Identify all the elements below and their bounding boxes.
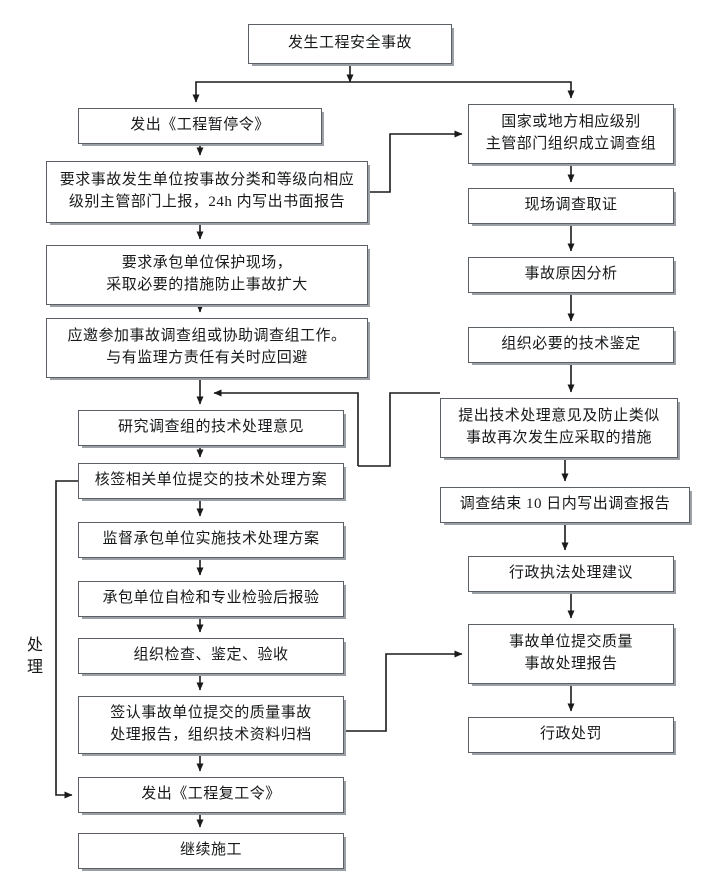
node-label: 发生工程安全事故 bbox=[287, 35, 412, 52]
node-r3[interactable]: 事故原因分析 bbox=[468, 257, 674, 293]
node-n13[interactable]: 继续施工 bbox=[78, 833, 344, 869]
node-r1[interactable]: 国家或地方相应级别 主管部门组织成立调查组 bbox=[468, 104, 674, 164]
node-n8[interactable]: 监督承包单位实施技术处理方案 bbox=[78, 522, 344, 558]
edge-n3-to-r1 bbox=[368, 130, 463, 193]
node-label: 监督承包单位实施技术处理方案 bbox=[102, 531, 320, 548]
node-label: 调查结束 10 日内写出调查报告 bbox=[459, 496, 671, 513]
node-label: 组织检查、鉴定、验收 bbox=[133, 647, 289, 664]
node-label: 应邀参加事故调查组或协助调查组工作。 与有监理方责任有关时应回避 bbox=[67, 328, 347, 366]
edge-n11-to-r8 bbox=[344, 650, 463, 732]
node-label: 提出技术处理意见及防止类似 事故再次发生应采取的措施 bbox=[458, 408, 660, 446]
side-label-processing: 处理 bbox=[24, 636, 41, 680]
node-r4[interactable]: 组织必要的技术鉴定 bbox=[468, 327, 674, 363]
node-label: 核签相关单位提交的技术处理方案 bbox=[94, 472, 328, 489]
node-label: 研究调查组的技术处理意见 bbox=[117, 419, 304, 436]
node-label: 发出《工程复工令》 bbox=[141, 786, 281, 803]
node-r6[interactable]: 调查结束 10 日内写出调查报告 bbox=[440, 487, 690, 523]
node-label: 要求承包单位保护现场， 采取必要的措施防止事故扩大 bbox=[106, 255, 308, 293]
node-n9[interactable]: 承包单位自检和专业检验后报验 bbox=[78, 581, 344, 617]
node-n11[interactable]: 签认事故单位提交的质量事故 处理报告，组织技术资料归档 bbox=[78, 696, 344, 754]
node-n7[interactable]: 核签相关单位提交的技术处理方案 bbox=[78, 463, 344, 499]
node-label: 事故原因分析 bbox=[524, 266, 618, 283]
node-n10[interactable]: 组织检查、鉴定、验收 bbox=[78, 638, 344, 674]
node-r8[interactable]: 事故单位提交质量 事故处理报告 bbox=[468, 624, 674, 684]
node-label: 现场调查取证 bbox=[524, 197, 618, 214]
node-n5[interactable]: 应邀参加事故调查组或协助调查组工作。 与有监理方责任有关时应回避 bbox=[46, 318, 368, 378]
node-n6[interactable]: 研究调查组的技术处理意见 bbox=[78, 410, 344, 446]
node-label: 承包单位自检和专业检验后报验 bbox=[102, 590, 320, 607]
edge-n7-to-n12-bypass bbox=[55, 480, 78, 799]
edge-n1-to-r1 bbox=[350, 81, 575, 99]
node-n3[interactable]: 要求事故发生单位按事故分类和等级向相应 级别主管部门上报，24h 内写出书面报告 bbox=[46, 161, 368, 223]
node-r5[interactable]: 提出技术处理意见及防止类似 事故再次发生应采取的措施 bbox=[440, 398, 678, 458]
node-label: 继续施工 bbox=[179, 842, 242, 859]
node-label: 行政处罚 bbox=[539, 726, 602, 743]
node-label: 组织必要的技术鉴定 bbox=[501, 336, 641, 353]
node-n2[interactable]: 发出《工程暂停令》 bbox=[78, 108, 322, 144]
edge-r5-path-a bbox=[358, 392, 440, 467]
node-r7[interactable]: 行政执法处理建议 bbox=[468, 556, 674, 592]
node-n4[interactable]: 要求承包单位保护现场， 采取必要的措施防止事故扩大 bbox=[46, 245, 368, 305]
node-label: 行政执法处理建议 bbox=[508, 565, 633, 582]
node-n12[interactable]: 发出《工程复工令》 bbox=[78, 777, 344, 813]
node-label: 发出《工程暂停令》 bbox=[130, 117, 270, 134]
node-label: 事故单位提交质量 事故处理报告 bbox=[508, 634, 633, 672]
node-n1[interactable]: 发生工程安全事故 bbox=[248, 24, 452, 64]
edge-n1-to-n2 bbox=[192, 81, 350, 103]
node-r9[interactable]: 行政处罚 bbox=[468, 717, 674, 753]
node-label: 要求事故发生单位按事故分类和等级向相应 级别主管部门上报，24h 内写出书面报告 bbox=[59, 172, 355, 210]
node-label: 签认事故单位提交的质量事故 处理报告，组织技术资料归档 bbox=[110, 705, 312, 743]
node-label: 国家或地方相应级别 主管部门组织成立调查组 bbox=[485, 114, 657, 152]
node-r2[interactable]: 现场调查取证 bbox=[468, 188, 674, 224]
